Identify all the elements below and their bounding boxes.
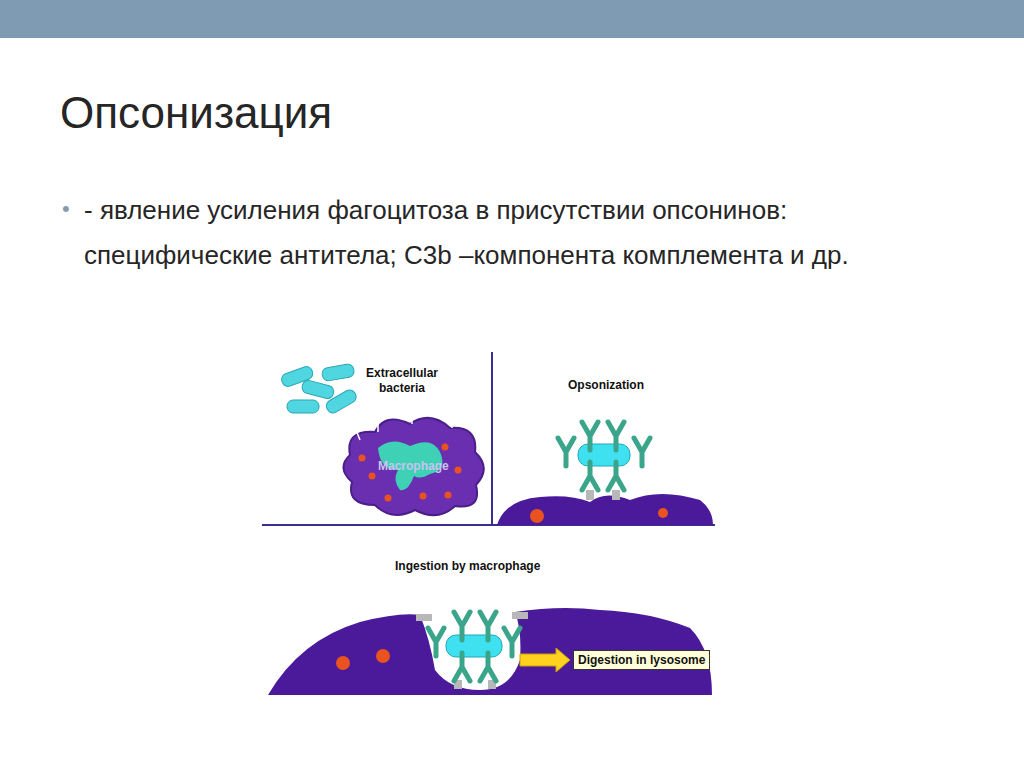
panel-label: Ingestion by macrophage [395, 559, 540, 573]
box-text: Digestion in lysosome [578, 653, 705, 667]
slide-title: Опсонизация [60, 88, 332, 138]
bullet-mark: • [62, 196, 70, 222]
header-bar [0, 0, 1024, 38]
panel-label: Extracellular bacteria [362, 366, 442, 396]
definition-text: - явление усиления фагоцитоза в присутст… [84, 188, 964, 278]
panel-label: Opsonization [568, 378, 644, 392]
cell-label: Macrophage [378, 459, 449, 473]
lysosome-box: Digestion in lysosome [573, 650, 710, 670]
